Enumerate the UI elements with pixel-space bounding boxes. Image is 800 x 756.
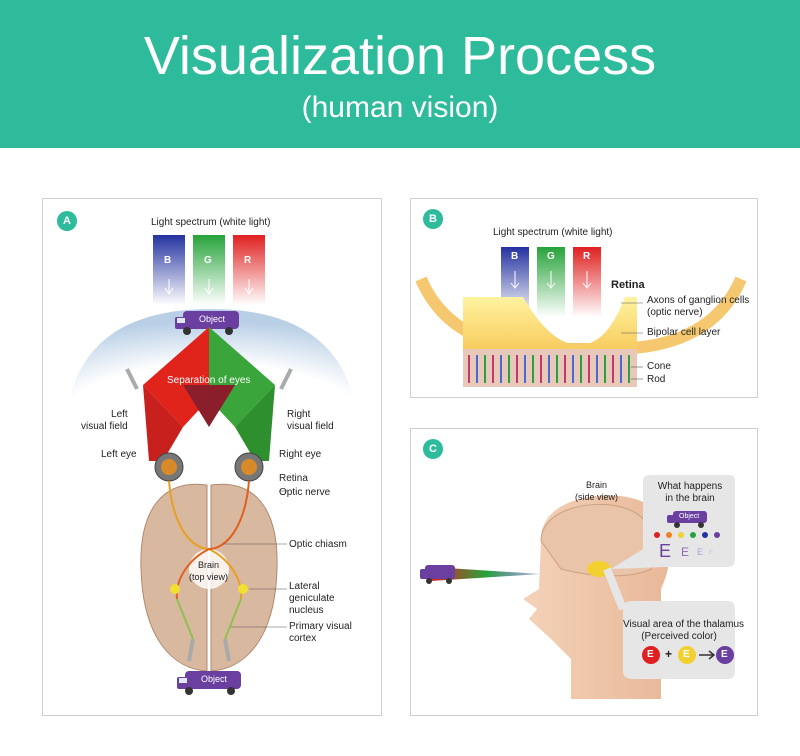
arrow-icon <box>223 638 231 662</box>
object-label-top: Object <box>199 314 226 324</box>
letter-e-large: E <box>659 541 672 561</box>
what-happens-label: What happens in the brain <box>657 481 723 504</box>
color-dots <box>654 532 720 538</box>
badge-c: C <box>423 439 443 459</box>
page-subtitle: (human vision) <box>301 91 499 124</box>
left-eye-label: Left eye <box>101 449 137 460</box>
bar-label-g-b: G <box>547 251 555 262</box>
badge-b: B <box>423 209 443 229</box>
right-field-shape <box>209 327 275 427</box>
object-label-bottom: Object <box>201 674 228 684</box>
visual-radiation <box>176 598 242 640</box>
badge-a: A <box>57 211 77 231</box>
e-red: E <box>647 649 654 660</box>
right-eye-iris <box>241 459 257 475</box>
bar-label-b-b: B <box>511 251 519 262</box>
arrow-icon <box>279 368 293 390</box>
arrow-icon <box>546 271 556 289</box>
panel-c-illustration <box>420 475 735 699</box>
spectrum-label-b: Light spectrum (white light) <box>493 227 613 238</box>
left-field-shape <box>143 327 209 427</box>
brain-center <box>189 549 229 589</box>
right-field-label: Right visual field <box>287 409 334 432</box>
bar-label-r: R <box>244 255 252 266</box>
rods-cones <box>468 355 630 383</box>
light-beam <box>431 567 541 581</box>
left-eye-iris <box>161 459 177 475</box>
arrow-icon <box>244 279 254 295</box>
header-banner: Visualization Process (human vision) <box>0 0 800 148</box>
spectrum-label-a: Light spectrum (white light) <box>151 217 271 228</box>
lgn-left <box>170 584 180 594</box>
plus-sign: + <box>665 647 673 661</box>
bipolar-label: Bipolar cell layer <box>647 327 721 338</box>
lgn-label: Lateral geniculate nucleus <box>289 581 335 616</box>
panel-c: C Brain (side view) What happens in the … <box>410 428 758 716</box>
panel-a: A Light spectrum (white light) B G R Obj… <box>42 198 382 716</box>
brain-top-label: Brain (top view) <box>189 560 229 582</box>
color-circle-red <box>642 646 660 664</box>
van-icon-bubble <box>667 511 707 528</box>
arrow-icon <box>164 279 174 295</box>
callout-connector <box>603 567 627 611</box>
letter-e-tiny: E <box>709 550 714 556</box>
thalamus-label: Visual area of the thalamus (Perceived c… <box>623 619 745 642</box>
van-icon-bottom <box>177 671 241 695</box>
arrow-icon <box>510 271 520 289</box>
e-purple: E <box>721 649 728 660</box>
left-cone <box>143 385 183 461</box>
page-title: Visualization Process <box>143 26 657 86</box>
van-icon <box>175 311 239 335</box>
axons-label: Axons of ganglion cells (optic nerve) <box>647 295 750 318</box>
separation-label: Separation of eyes <box>167 375 251 386</box>
retina-label-a: Retina <box>279 473 308 484</box>
right-cone <box>235 385 275 461</box>
bar-label-r-b: R <box>583 251 591 262</box>
object-label-c: Object <box>679 513 700 520</box>
arrow-icon <box>204 279 214 295</box>
arrow-icon <box>582 271 592 289</box>
arrow-icon <box>699 650 716 660</box>
optic-nerve-path <box>175 480 250 600</box>
e-yellow: E <box>683 649 690 660</box>
panel-a-illustration <box>65 235 359 695</box>
cone-label: Cone <box>647 361 671 372</box>
brain-side-label: Brain (side view) <box>575 480 619 502</box>
overlap-shape <box>183 385 235 427</box>
arrow-icon <box>187 638 195 662</box>
retina-label-b: Retina <box>611 279 645 291</box>
optic-chiasm-label: Optic chiasm <box>289 539 347 550</box>
optic-nerve-label: Optic nerve <box>279 487 331 498</box>
lgn-right <box>238 584 248 594</box>
letter-e-small: E <box>697 547 704 557</box>
letter-e-medium: E <box>681 545 690 559</box>
left-field-label: Left visual field <box>81 409 128 432</box>
van-icon-c <box>420 565 455 584</box>
panel-b-illustration <box>415 247 747 387</box>
rod-label: Rod <box>647 374 666 385</box>
visual-cortex-label: Primary visual cortex <box>289 621 352 644</box>
color-circle-yellow <box>678 646 696 664</box>
right-eye-label: Right eye <box>279 449 322 460</box>
panel-b: B Light spectrum (white light) B G R Ret… <box>410 198 758 398</box>
bar-label-b: B <box>164 255 172 266</box>
color-circle-purple <box>716 646 734 664</box>
bar-label-g: G <box>204 255 212 266</box>
arrow-icon <box>125 368 139 390</box>
